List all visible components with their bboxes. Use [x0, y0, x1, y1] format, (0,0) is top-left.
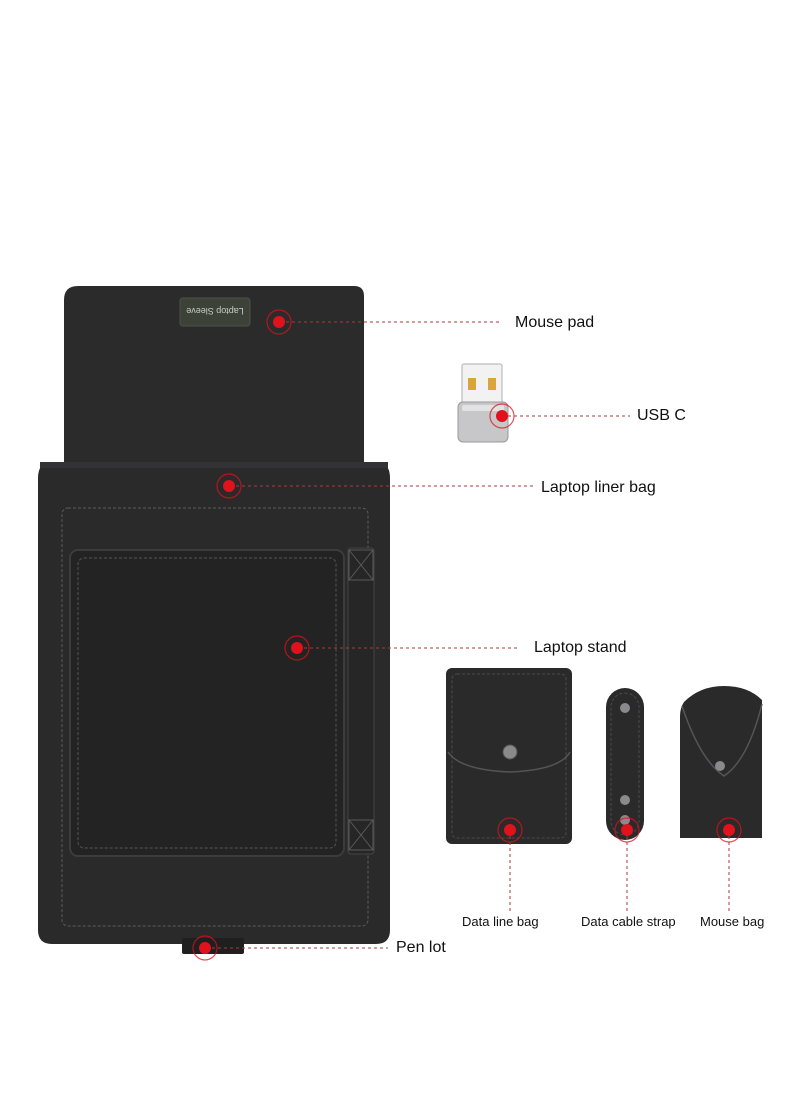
label-mouse-bag: Mouse bag — [700, 914, 765, 929]
marker-liner-bag — [216, 473, 242, 499]
label-laptop-liner-bag: Laptop liner bag — [541, 479, 656, 496]
marker-usb-c — [489, 403, 515, 429]
marker-pen-lot — [192, 935, 218, 961]
usb-pin-right — [488, 378, 496, 390]
strap-cross-top — [348, 549, 374, 581]
laptop-sleeve — [38, 286, 390, 954]
marker-mouse-pad — [266, 309, 292, 335]
side-strap — [347, 547, 375, 855]
brand-tag-text: Laptop Sleeve — [186, 306, 244, 316]
marker-laptop-stand — [284, 635, 310, 661]
strap-cross-bottom — [348, 819, 374, 851]
usb-c-body — [457, 401, 509, 443]
cable-strap-body — [606, 688, 644, 840]
liner-bag-top-edge — [40, 462, 388, 468]
strap-box-bottom — [348, 819, 374, 851]
usb-c-adapter — [457, 363, 509, 443]
strap-box-top — [348, 549, 374, 581]
usb-pin-left — [468, 378, 476, 390]
data-line-bag — [446, 668, 572, 844]
label-laptop-stand: Laptop stand — [534, 639, 627, 656]
mouse-pad-flap — [64, 286, 364, 466]
label-data-cable-strap: Data cable strap — [581, 914, 676, 929]
pen-loop-tab — [182, 938, 244, 954]
data-line-bag-snap — [502, 744, 518, 760]
data-line-bag-flap — [447, 751, 571, 773]
marker-data-line-bag — [497, 817, 523, 843]
usb-c-highlight — [462, 405, 504, 411]
cable-strap-snap-top — [620, 703, 630, 713]
data-cable-strap — [606, 688, 644, 840]
mouse-bag — [680, 686, 763, 838]
label-usb-c: USB C — [637, 407, 686, 424]
stand-stitching — [77, 557, 337, 849]
brand-tag — [179, 297, 251, 327]
leader-lines — [212, 321, 730, 949]
laptop-stand-panel — [69, 549, 345, 857]
marker-data-cable-strap — [614, 817, 640, 843]
label-data-line-bag: Data line bag — [462, 914, 539, 929]
markers — [192, 309, 742, 961]
mouse-bag-flap — [681, 703, 763, 777]
mouse-bag-snap — [715, 761, 725, 771]
label-mouse-pad: Mouse pad — [515, 314, 595, 331]
cable-strap-snap-mid — [620, 795, 630, 805]
marker-mouse-bag — [716, 817, 742, 843]
label-pen-lot: Pen lot — [396, 939, 446, 956]
